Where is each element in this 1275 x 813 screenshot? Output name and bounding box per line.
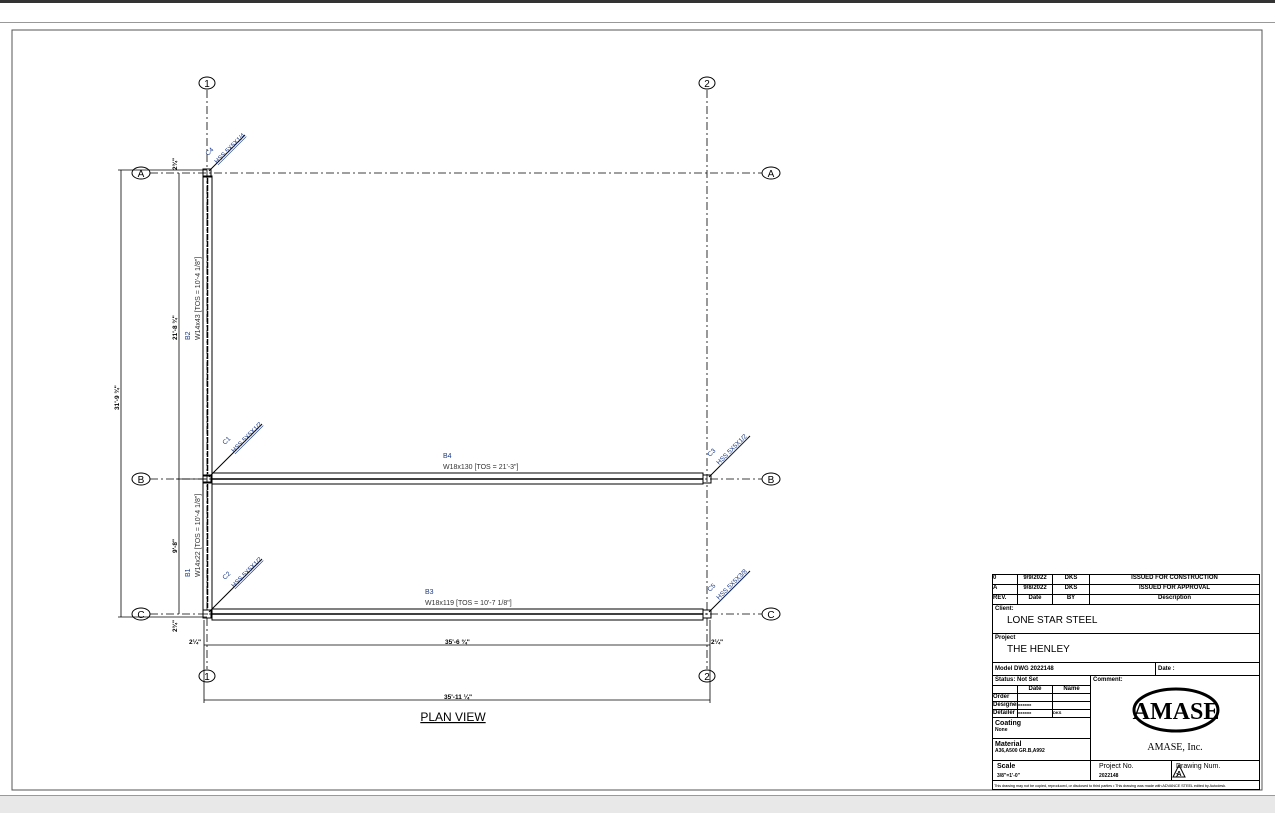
beam-label: W18x130 [TOS = 21'-3"] [443,464,519,471]
coating-value: None [995,727,1008,733]
grid-label: A [768,169,775,180]
column-c5 [702,609,712,619]
disclaimer: This drawing may not be copied, reproduc… [992,780,1260,790]
project-name: THE HENLEY [1007,644,1070,655]
dimension-text: 2¾" [171,620,179,632]
drawing-sheet [0,22,1275,796]
column-label: HSS 5X5X3/8 [715,568,749,602]
dimension-text: 35'-11 ¼" [444,693,472,701]
company-name: AMASE, Inc. [1147,742,1203,753]
scale-value: 3/8"=1'-0" [997,773,1021,779]
beam-mark: B2 [185,331,192,340]
client-label: Client: [995,606,1014,612]
dimension-text: 9'-8" [172,539,179,553]
material-value: A36,A500 GR.B,A992 [995,748,1045,754]
column-c4 [202,168,212,178]
scale-label: Scale [997,763,1016,770]
project-no-label: Project No. [1099,763,1134,770]
dimension-text: 31'-9 ¾" [113,385,121,410]
column-label: HSS 5X5X1/2 [230,421,264,455]
client-name: LONE STAR STEEL [1007,615,1098,626]
drawing-num-value: 2 [1176,773,1179,779]
grid-bubble-1-bottom [198,669,216,683]
grid-bubble-1-top [198,76,216,90]
dimension-text: 2¾" [171,158,179,170]
project-no-value: 2022148 [1099,773,1119,779]
beam-label: W18x119 [TOS = 10'-7 1/8"] [425,600,512,607]
grid-bubble-2-top [698,76,716,90]
beam-mark: B1 [185,568,192,577]
column-label: HSS 5X5X1/2 [715,433,749,467]
view-title: PLAN VIEW [420,710,486,724]
grid-label: 1 [204,79,210,90]
beam-label: W14x43 [TOS = 10'-4 1/8"] [195,257,202,340]
column-mark: C3 [706,447,717,458]
grid-label: 2 [704,79,710,90]
material-label: Material [995,741,1022,748]
revision-letter: A [1176,771,1181,778]
drawing-frame [11,29,1263,791]
grid-label: B [768,475,775,486]
grid-bubble-c-right [761,607,781,621]
logo-text: AMASE [1133,699,1220,725]
amase-logo: AMASE [1132,687,1220,733]
column-c2 [202,609,212,619]
grid-bubble-b-right [761,472,781,486]
grid-bubble-2-bottom [698,669,716,683]
drawing-num-label: Drawing Num. [1176,763,1221,770]
grid-label: C [137,610,144,621]
column-mark: C4 [204,146,215,157]
revision-triangle-icon: A [1172,764,1186,778]
dimension-text: 2¼" [711,638,723,646]
coating-label: Coating [995,720,1022,727]
beam-label: W14x22 [TOS = 10'-4 1/8"] [195,494,202,577]
grid-label: 2 [704,672,710,683]
column-mark: C5 [706,582,717,593]
column-mark: C1 [221,435,232,446]
beam-mark: B4 [443,453,452,460]
grid-label: 1 [204,672,210,683]
beam-b2 [202,175,213,477]
grid-bubble-b-left [131,472,151,486]
grid-label: B [138,475,145,486]
bottom-bar [0,796,1275,813]
dimension-text: 21'-8 ¾" [171,315,179,340]
dimension-text: 2¼" [189,638,201,646]
grid-label: C [767,610,774,621]
beam-mark: B3 [425,589,434,596]
project-label: Project [995,635,1016,641]
grid-bubble-a-right [761,166,781,180]
column-label: HSS 5X5X1/4 [213,132,247,166]
grid-label: A [138,169,145,180]
column-mark: C2 [221,570,232,581]
model-dwg: Model DWG 2022148 [992,662,1156,676]
top-bar [0,0,1275,3]
comment-label: Comment: [1093,677,1123,683]
date-label: Date : [1155,662,1260,676]
dimension-text: 35'-6 ¾" [445,638,470,646]
column-c3 [702,474,712,484]
column-label: HSS 5X5X1/2 [230,556,264,590]
